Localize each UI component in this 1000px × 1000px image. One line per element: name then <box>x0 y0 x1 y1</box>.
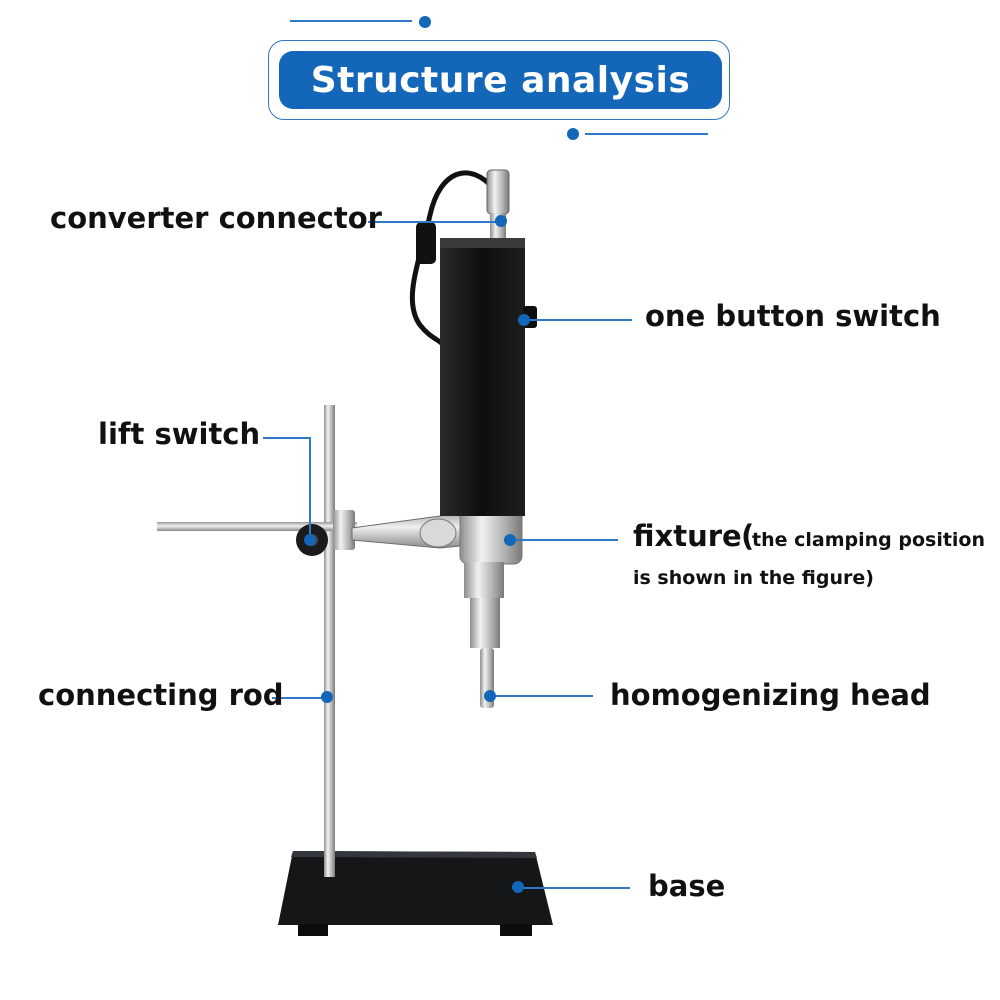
title-frame <box>268 40 730 120</box>
label-one-button-switch: one button switch <box>645 299 941 333</box>
label-converter-connector: converter connector <box>50 201 382 235</box>
marker-dot <box>304 534 316 546</box>
label-fixture-paren: ( <box>741 519 755 553</box>
header-decoration <box>290 16 708 140</box>
label-base: base <box>648 869 726 903</box>
title-banner: Structure analysis <box>279 51 722 109</box>
label-fixture: fixture <box>633 519 742 553</box>
label-homogenizing-head: homogenizing head <box>610 678 931 712</box>
marker-dot <box>321 691 333 703</box>
marker-dot <box>495 215 507 227</box>
label-lift-switch: lift switch <box>98 417 261 451</box>
page-title: Structure analysis <box>310 59 691 101</box>
marker-dot <box>484 690 496 702</box>
marker-dot <box>518 314 530 326</box>
label-connecting-rod: connecting rod <box>38 678 284 712</box>
base-plate <box>278 851 553 936</box>
connecting-rod-shape <box>324 405 335 877</box>
marker-dot <box>504 534 516 546</box>
marker-dot <box>512 881 524 893</box>
label-fixture-note-line2: is shown in the figure) <box>633 567 874 589</box>
label-fixture-note-line1: the clamping position <box>752 529 986 551</box>
